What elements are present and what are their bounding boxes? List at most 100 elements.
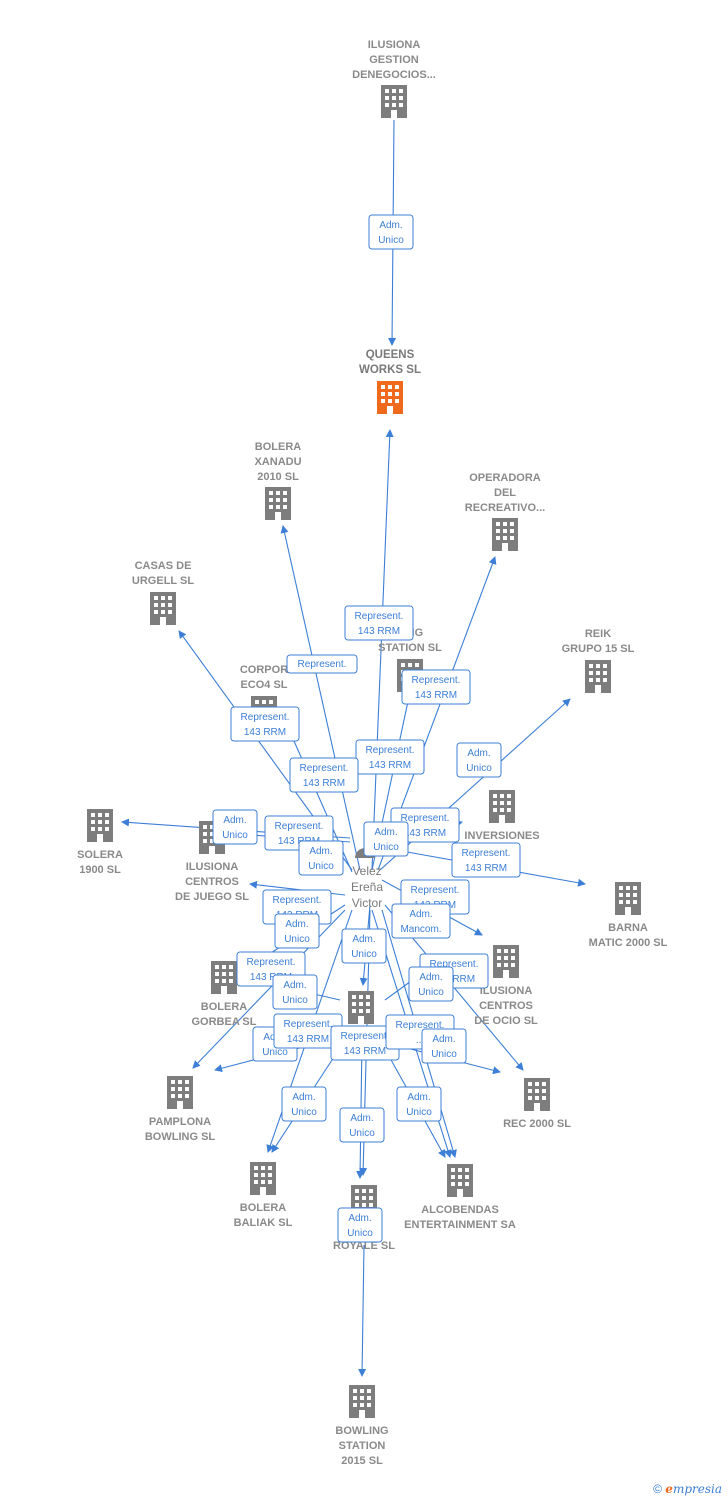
node-label-line: BARNA [608, 922, 648, 934]
edge-role-text: 143 RRM [278, 836, 320, 847]
edge-role-label[interactable]: Represent.143 RRM [355, 739, 425, 775]
node-label-line: CORPOR [240, 664, 288, 676]
building-icon [211, 961, 237, 994]
edge-role-text: Represent. [284, 1019, 333, 1030]
edge-role-text: Represent. [462, 848, 511, 859]
node-label-line: PAMPLONA [149, 1116, 211, 1128]
node-label-line: XANADU [254, 456, 301, 468]
edge-role-label[interactable]: Adm.Mancom. [391, 903, 451, 939]
building-icon [524, 1078, 550, 1111]
node-ilusiona-gestion[interactable]: ILUSIONAGESTIONDENEGOCIOS... [352, 39, 436, 118]
edge-role-text: Represent. [300, 763, 349, 774]
node-operadora[interactable]: OPERADORADELRECREATIVO... [465, 472, 545, 551]
edge-velez-to-pamplona [192, 909, 346, 1069]
building-icon [381, 85, 407, 118]
edge-role-label[interactable]: Represent.143 RRM [230, 706, 300, 742]
edge-role-text: Unico [347, 1228, 373, 1239]
edge-role-text: 143 RRM [344, 1046, 386, 1057]
node-label-line: 2015 SL [341, 1455, 383, 1467]
node-label-line: STATION SL [378, 642, 442, 654]
node-label-line: OPERADORA [469, 472, 541, 484]
edge-role-label[interactable]: Adm.Unico [298, 840, 344, 876]
edge-role-label[interactable]: Adm.Unico [456, 742, 502, 778]
node-label-line: QUEENS [366, 349, 415, 361]
footer-brand: © empresia [653, 1482, 722, 1496]
node-label-line: REIK [585, 628, 611, 640]
node-barna-matic[interactable]: BARNA MATIC 2000 SL [589, 882, 668, 949]
edge-role-text: Unico [291, 1107, 317, 1118]
edge-role-text: Unico [349, 1128, 375, 1139]
edge-role-text: Unico [431, 1049, 457, 1060]
node-label-line: RECREATIVO... [465, 502, 545, 514]
edge-role-label[interactable]: Represent. [286, 654, 358, 674]
edge-role-text: Unico [308, 861, 334, 872]
edge-role-label[interactable]: Adm.Unico [408, 966, 454, 1002]
edge-role-label[interactable]: Represent. 143 RRM [273, 1013, 343, 1049]
edge-role-label[interactable]: Adm.Unico [363, 821, 409, 857]
node-label-line: DE OCIO SL [474, 1015, 538, 1027]
node-label-line: INVERSIONES [464, 830, 539, 842]
edge-role-label[interactable]: Adm.Unico [421, 1028, 467, 1064]
edge-role-label[interactable]: Adm.Unico [368, 214, 414, 250]
edge-velez-to-bolera-xanadu [280, 525, 361, 871]
node-reik[interactable]: REIK GRUPO 15 SL [562, 628, 635, 693]
building-icon [167, 1076, 193, 1109]
edge-role-label[interactable]: Represent. 143 RRM [451, 842, 521, 878]
edge-role-label[interactable]: Represent. 143 RRM [289, 757, 359, 793]
node-label-line: ENTERTAINMENT SA [404, 1219, 516, 1231]
edge-role-label[interactable]: Adm.Unico [339, 1107, 385, 1143]
building-icon [585, 660, 611, 693]
edge-role-label[interactable]: Adm.Unico [281, 1086, 327, 1122]
building-icon [150, 592, 176, 625]
node-label-line: DE JUEGO SL [175, 891, 249, 903]
node-label-line: Velez [352, 864, 381, 878]
edge-role-text: Adm. [283, 980, 306, 991]
edge-role-label[interactable]: Adm.Unico [341, 928, 387, 964]
edge-velez-to-queens-works [371, 429, 394, 871]
edge-role-label[interactable]: Adm.Unico [212, 809, 258, 845]
edge-role-text: Represent. [247, 957, 296, 968]
edge-role-text: Represent. [298, 659, 347, 670]
edge-role-text: 143 RRM [433, 974, 475, 985]
edge-role-label[interactable]: Represent.143 RRM [401, 669, 471, 705]
edge-role-text: 143 RRM [415, 690, 457, 701]
edge-role-text: 143 RRM [303, 778, 345, 789]
edge-role-text: 143 RRM [244, 727, 286, 738]
edge-role-label[interactable]: Adm.Unico [337, 1207, 383, 1243]
edge-role-text: 143 RRM [465, 863, 507, 874]
edge-role-label[interactable]: Adm.Unico [396, 1086, 442, 1122]
edge-role-label[interactable]: Adm.Unico [274, 913, 320, 949]
node-rec2000[interactable]: REC 2000 SL [503, 1078, 571, 1130]
building-icon [489, 790, 515, 823]
node-label-line: GRUPO 15 SL [562, 643, 635, 655]
edge-role-label[interactable]: Adm.Unico [272, 974, 318, 1010]
edge-role-text: 143 RRM [287, 1034, 329, 1045]
edge-role-label[interactable]: Represent.143 RRM [344, 605, 414, 641]
node-label-line: MATIC 2000 SL [589, 937, 668, 949]
edge-role-text: Adm. [374, 827, 397, 838]
edge-role-text: Represent. [401, 813, 450, 824]
building-icon [447, 1164, 473, 1197]
node-label-line: SOLERA [77, 849, 123, 861]
node-label-line: GESTION [369, 54, 419, 66]
edge-role-text: Unico [466, 763, 492, 774]
building-icon [493, 945, 519, 978]
building-icon [615, 882, 641, 915]
edge-role-text: Represent. [430, 959, 479, 970]
node-label-line: ILUSIONA [186, 861, 239, 873]
